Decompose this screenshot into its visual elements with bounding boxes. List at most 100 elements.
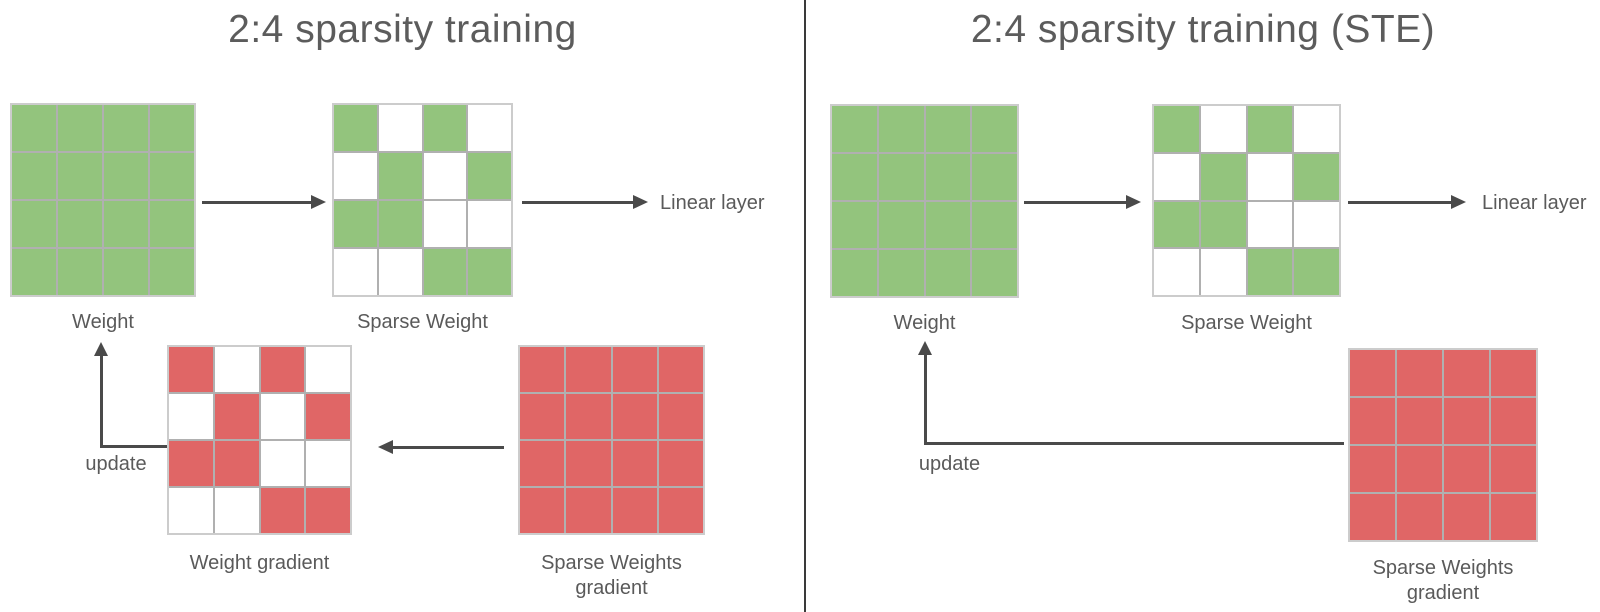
filled-cell — [612, 441, 657, 486]
filled-cell — [306, 394, 350, 439]
filled-cell — [468, 153, 511, 199]
filled-cell — [104, 153, 148, 199]
filled-cell — [169, 347, 213, 392]
empty-cell — [1154, 249, 1199, 295]
filled-cell — [1247, 249, 1293, 295]
filled-cell — [566, 394, 611, 439]
empty-cell — [378, 249, 422, 295]
empty-cell — [423, 201, 467, 247]
filled-cell — [658, 488, 703, 533]
arrow-gradient-head-icon — [378, 440, 393, 454]
filled-cell — [306, 488, 350, 533]
filled-cell — [334, 201, 377, 247]
filled-cell — [925, 202, 971, 248]
filled-cell — [1350, 398, 1395, 444]
filled-cell — [566, 441, 611, 486]
filled-cell — [1294, 249, 1339, 295]
empty-cell — [1294, 201, 1339, 248]
filled-cell — [878, 106, 924, 152]
filled-cell — [972, 106, 1017, 152]
empty-cell — [1247, 201, 1293, 248]
filled-cell — [1397, 446, 1442, 492]
filled-cell — [658, 441, 703, 486]
empty-cell — [1154, 153, 1199, 200]
filled-cell — [612, 347, 657, 392]
sparse-weight-matrix — [1152, 104, 1341, 297]
filled-cell — [832, 250, 877, 296]
weight-matrix — [10, 103, 196, 297]
empty-cell — [1247, 153, 1293, 200]
filled-cell — [334, 105, 377, 151]
filled-cell — [566, 347, 611, 392]
filled-cell — [1491, 350, 1536, 396]
filled-cell — [260, 488, 305, 533]
filled-cell — [1294, 153, 1339, 200]
sparse-weights-gradient-matrix — [518, 345, 705, 535]
filled-cell — [169, 441, 213, 486]
empty-cell — [306, 441, 350, 486]
empty-cell — [214, 488, 259, 533]
empty-cell — [468, 105, 511, 151]
weight-gradient-matrix — [167, 345, 352, 535]
weight-gradient-label: Weight gradient — [189, 552, 330, 574]
panel-divider — [804, 0, 806, 612]
arrow-sparse-to-linear-line — [522, 201, 634, 204]
filled-cell — [1154, 106, 1199, 152]
filled-cell — [58, 249, 102, 295]
filled-cell — [104, 201, 148, 247]
filled-cell — [150, 201, 194, 247]
filled-cell — [1397, 494, 1442, 540]
filled-cell — [972, 250, 1017, 296]
filled-cell — [1200, 153, 1246, 200]
filled-cell — [58, 153, 102, 199]
filled-cell — [925, 250, 971, 296]
filled-cell — [1491, 398, 1536, 444]
filled-cell — [1397, 398, 1442, 444]
filled-cell — [658, 347, 703, 392]
filled-cell — [12, 201, 56, 247]
filled-cell — [104, 105, 148, 151]
filled-cell — [1247, 106, 1293, 152]
filled-cell — [972, 154, 1017, 200]
update-arrow-elbow — [100, 354, 168, 448]
filled-cell — [520, 441, 565, 486]
empty-cell — [1200, 106, 1246, 152]
arrow-weight-to-sparse-line — [202, 201, 312, 204]
filled-cell — [1350, 446, 1395, 492]
filled-cell — [878, 250, 924, 296]
update-label: update — [918, 453, 981, 475]
filled-cell — [12, 249, 56, 295]
empty-cell — [1200, 249, 1246, 295]
sparse-weight-label: Sparse Weight — [1181, 312, 1312, 334]
sparse-weight-matrix — [332, 103, 513, 297]
empty-cell — [334, 249, 377, 295]
filled-cell — [925, 106, 971, 152]
filled-cell — [658, 394, 703, 439]
arrow-gradient-line — [391, 446, 504, 449]
weight-matrix — [830, 104, 1019, 298]
arrow-weight-to-sparse-head-icon — [311, 195, 326, 209]
filled-cell — [468, 249, 511, 295]
filled-cell — [878, 154, 924, 200]
sparse-weights-gradient-label: Sparse Weights gradient — [541, 552, 682, 599]
filled-cell — [612, 488, 657, 533]
filled-cell — [1444, 494, 1489, 540]
left-panel-title: 2:4 sparsity training — [228, 8, 577, 51]
filled-cell — [1350, 494, 1395, 540]
filled-cell — [972, 202, 1017, 248]
filled-cell — [58, 201, 102, 247]
sparse-weight-label: Sparse Weight — [357, 311, 488, 333]
update-label: update — [85, 453, 147, 475]
filled-cell — [1491, 494, 1536, 540]
filled-cell — [520, 394, 565, 439]
filled-cell — [1444, 350, 1489, 396]
filled-cell — [378, 201, 422, 247]
filled-cell — [878, 202, 924, 248]
filled-cell — [260, 347, 305, 392]
right-panel-title: 2:4 sparsity training (STE) — [970, 8, 1436, 51]
weight-label: Weight — [72, 311, 134, 333]
filled-cell — [423, 249, 467, 295]
filled-cell — [520, 347, 565, 392]
empty-cell — [306, 347, 350, 392]
